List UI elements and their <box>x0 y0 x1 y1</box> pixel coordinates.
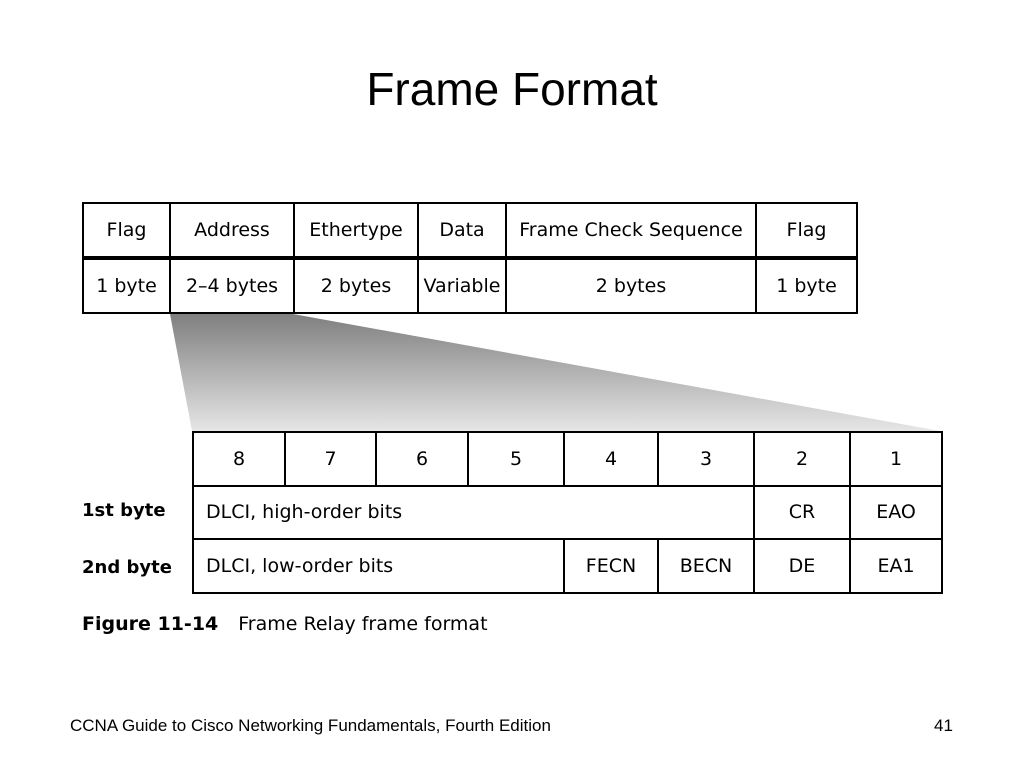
figure-caption-text: Frame Relay frame format <box>238 613 488 635</box>
size-address: 2–4 bytes <box>169 257 295 314</box>
dlci-low-cell: DLCI, low-order bits <box>192 538 565 594</box>
fecn-cell: FECN <box>563 538 659 594</box>
cr-cell: CR <box>753 484 851 541</box>
field-flag-end: Flag <box>755 202 858 260</box>
bit-8: 8 <box>192 431 286 487</box>
field-data: Data <box>417 202 507 260</box>
bit-3: 3 <box>657 431 755 487</box>
field-ethertype: Ethertype <box>293 202 419 260</box>
bit-6: 6 <box>375 431 469 487</box>
size-fcs: 2 bytes <box>505 257 757 314</box>
de-cell: DE <box>753 538 851 594</box>
size-flag-end: 1 byte <box>755 257 858 314</box>
bit-5: 5 <box>467 431 565 487</box>
frame-format-table: Flag Address Ethertype Data Frame Check … <box>82 202 858 314</box>
bit-number-row: 8 7 6 5 4 3 2 1 <box>192 431 943 487</box>
figure-caption: Figure 11-14 Frame Relay frame format <box>82 613 488 635</box>
dlci-high-cell: DLCI, high-order bits <box>192 484 755 541</box>
bit-2: 2 <box>753 431 851 487</box>
size-ethertype: 2 bytes <box>293 257 419 314</box>
bit-1: 1 <box>849 431 943 487</box>
field-flag-start: Flag <box>82 202 171 260</box>
first-byte-label: 1st byte <box>82 500 166 521</box>
second-byte-label: 2nd byte <box>82 557 172 578</box>
bit-7: 7 <box>284 431 377 487</box>
second-byte-row: DLCI, low-order bits FECN BECN DE EA1 <box>192 538 943 594</box>
footer-page-number: 41 <box>934 716 953 735</box>
bit-4: 4 <box>563 431 659 487</box>
ea0-cell: EAO <box>849 484 943 541</box>
frame-size-row: 1 byte 2–4 bytes 2 bytes Variable 2 byte… <box>82 257 858 314</box>
first-byte-row: DLCI, high-order bits CR EAO <box>192 484 943 541</box>
figure-number: Figure 11-14 <box>82 613 219 635</box>
field-fcs: Frame Check Sequence <box>505 202 757 260</box>
field-address: Address <box>169 202 295 260</box>
footer-book-title: CCNA Guide to Cisco Networking Fundament… <box>70 716 551 735</box>
becn-cell: BECN <box>657 538 755 594</box>
address-bits-table: 8 7 6 5 4 3 2 1 DLCI, high-order bits CR… <box>192 431 943 594</box>
slide-title: Frame Format <box>366 63 658 115</box>
size-flag-start: 1 byte <box>82 257 171 314</box>
size-data: Variable <box>417 257 507 314</box>
ea1-cell: EA1 <box>849 538 943 594</box>
frame-field-row: Flag Address Ethertype Data Frame Check … <box>82 202 858 260</box>
